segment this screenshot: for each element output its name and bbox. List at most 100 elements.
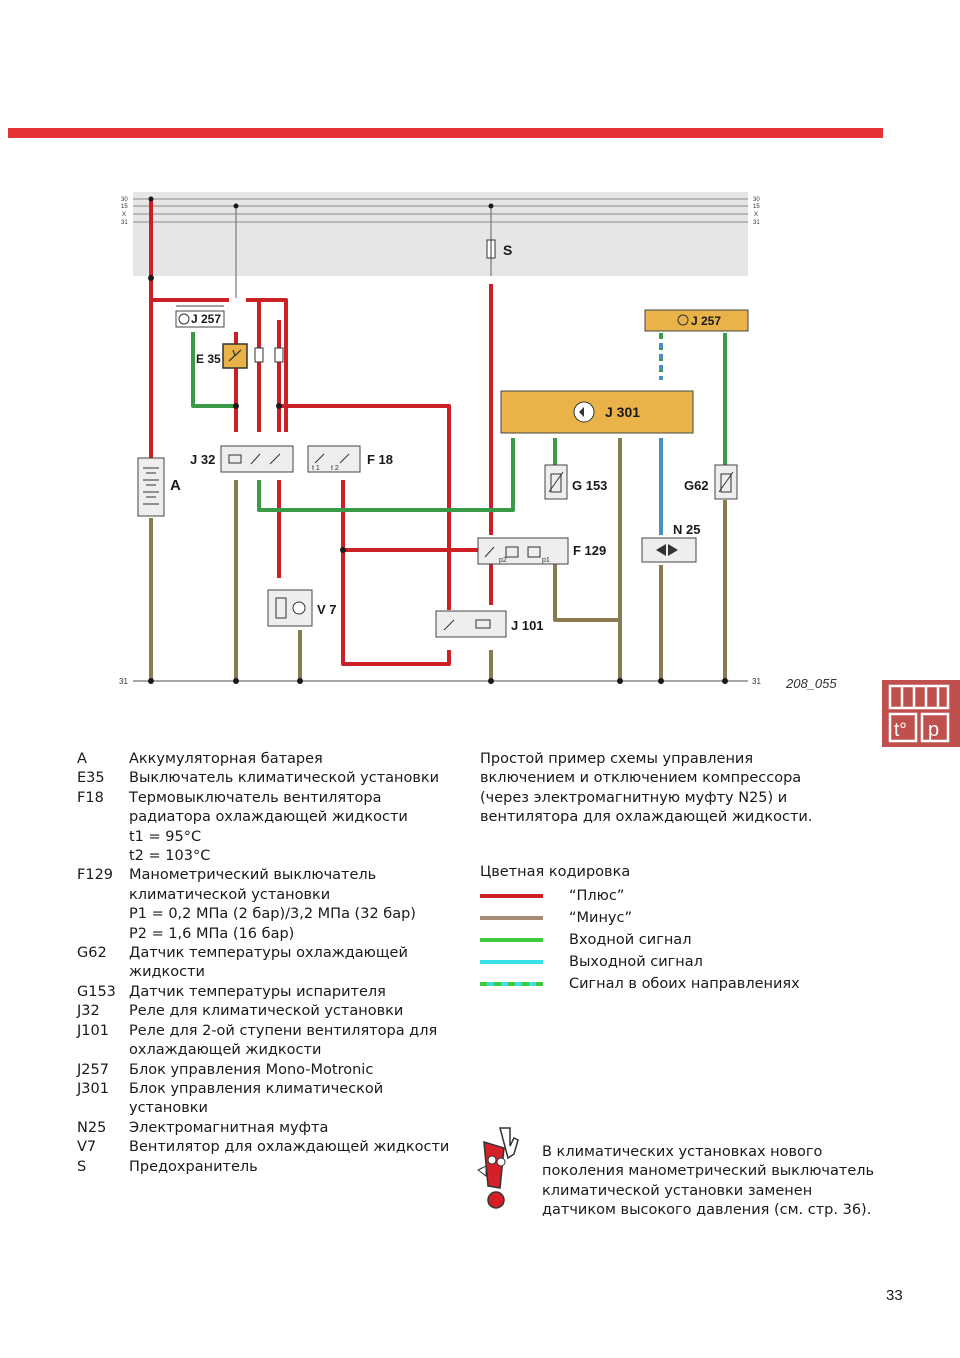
minus-wires [149,438,727,681]
legend-desc: Блок управления климатической установки [129,1080,384,1117]
legend-row: P2 = 1,6 МПа (16 бар) [77,925,457,944]
legend-code: E35 [77,770,105,787]
legend-code: V7 [77,1139,97,1156]
bus-label-left-31: 31 [121,220,128,226]
legend-code [77,828,129,847]
legend-row: t1 = 95°C [77,828,457,847]
legend-row: G62 Датчик температуры охлаждающей жидкос… [77,944,457,983]
color-item: Сигнал в обоих направлениях [480,973,800,995]
legend-code: G153 [77,983,116,1000]
top-accent-bar [8,128,883,138]
legend-row: N25 Электромагнитная муфта [77,1119,457,1138]
color-label: Выходной сигнал [569,954,703,970]
legend-code: F18 [77,789,104,806]
legend-desc: P1 = 0,2 МПа (2 бар)/3,2 МПа (32 бар) [129,906,416,923]
label-g153: G 153 [572,478,607,493]
legend-code: A [77,751,87,767]
color-swatch-input [480,938,543,942]
legend-row: E35 Выключатель климатической установки [77,769,457,788]
color-label: Сигнал в обоих направлениях [569,976,800,992]
legend-code: N25 [77,1119,107,1136]
legend-desc: Аккумуляторная батарея [129,751,323,767]
color-coding-list: “Плюс” “Минус” Входной сигнал Выходной с… [480,885,800,995]
supply-bus-area [133,192,748,276]
legend-row: P1 = 0,2 МПа (2 бар)/3,2 МПа (32 бар) [77,905,457,924]
legend-code: G62 [77,945,107,962]
page-number: 33 [886,1287,903,1304]
legend-row: F129 Манометрический выключатель климатич… [77,866,457,905]
legend-desc: t1 = 95°C [129,828,202,845]
legend-code: J32 [77,1003,100,1020]
exclamation-mascot-icon [477,1127,519,1209]
label-a: A [170,477,181,494]
battery-icon [888,684,950,710]
figure-id: 208_055 [786,676,837,691]
color-item: “Плюс” [480,885,800,907]
label-t1: t 1 [312,465,320,472]
label-f129: F 129 [573,543,606,558]
color-item: Выходной сигнал [480,951,800,973]
color-swatch-output [480,960,543,964]
legend-desc: Предохранитель [129,1158,258,1175]
legend-desc: Датчик температуры охлаждающей жидкости [129,945,408,981]
switch-e35 [222,343,248,369]
control-unit-j301 [500,390,694,434]
legend-code [77,905,129,924]
color-label: “Плюс” [569,888,625,904]
label-p1: p1 [542,557,550,564]
label-p2: p2 [499,557,507,564]
legend-desc: Вентилятор для охлаждающей жидкости [129,1139,450,1156]
legend-row: F18 Термовыключатель вентилятора радиатор… [77,789,457,828]
label-f18: F 18 [367,452,393,467]
label-e35: E 35 [196,352,221,366]
control-unit-j257 [644,309,749,332]
color-label: “Минус” [569,910,632,926]
color-label: Входной сигнал [569,932,692,948]
legend-desc: Выключатель климатической установки [129,770,440,787]
ground-label-left: 31 [119,677,128,686]
ground-label-right: 31 [752,677,761,686]
color-item: “Минус” [480,907,800,929]
badge-p-label: p [928,719,939,741]
label-n25: N 25 [673,522,700,537]
legend-code: J101 [77,1022,109,1039]
battery-a [137,457,165,517]
legend-desc: Датчик температуры испарителя [129,983,386,1000]
legend-row: A Аккумуляторная батарея [77,750,457,769]
fuse-s [486,239,496,259]
label-j301: J 301 [605,404,640,420]
legend-code [77,847,129,866]
legend-code: J257 [77,1061,109,1078]
bus-label-right-31: 31 [753,220,760,226]
bus-label-right-15: 15 [753,204,760,210]
legend-desc: Реле для 2-ой ступени вентилятора для ох… [129,1022,438,1059]
component-legend: A Аккумуляторная батарея E35 Выключатель к… [77,750,457,1177]
label-s: S [503,242,512,258]
pressure-switch-f129 [477,537,569,565]
label-t2: t 2 [331,465,339,472]
legend-desc: P2 = 1,6 МПа (16 бар) [129,925,295,942]
legend-row: J101 Реле для 2-ой ступени вентилятора дл… [77,1022,457,1061]
label-j32: J 32 [190,452,215,467]
color-coding-title: Цветная кодировка [480,864,631,880]
label-j101: J 101 [511,618,544,633]
bus-label-right-30: 30 [753,197,760,203]
label-g62: G62 [684,478,709,493]
legend-row: t2 = 103°C [77,847,457,866]
bus-label-left-30: 30 [121,197,128,203]
section-badge: t° p [882,680,960,747]
legend-desc: Электромагнитная муфта [129,1119,329,1136]
label-j257-left: J 257 [191,312,221,326]
color-swatch-bidirectional [480,982,543,986]
legend-code [77,925,129,944]
legend-desc: Термовыключатель вентилятора радиатора о… [129,789,408,826]
legend-code: F129 [77,867,114,884]
bus-label-right-x: X [754,212,758,218]
legend-desc: Манометрический выключатель климатическо… [129,867,377,903]
badge-t-label: t° [894,720,907,741]
relay-j101 [435,610,507,638]
